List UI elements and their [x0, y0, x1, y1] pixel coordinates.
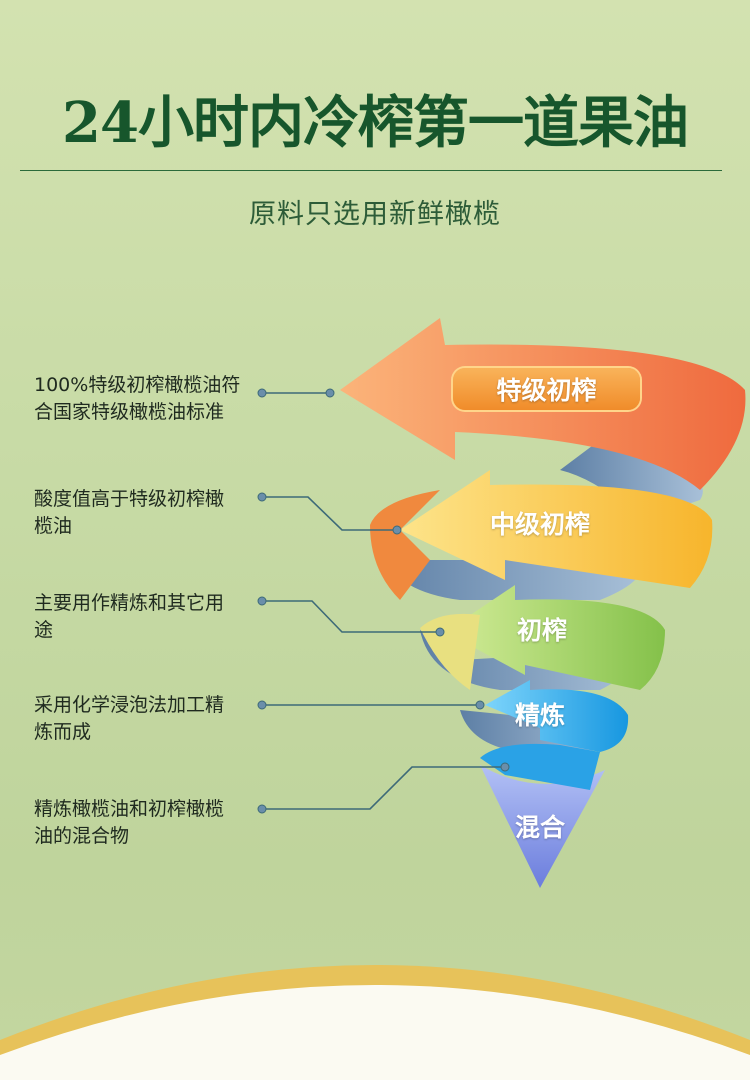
- tier-arrow-mid: [400, 470, 713, 588]
- tier-arrow-virgin: [445, 585, 665, 690]
- tier-description-mixed: 精炼橄榄油和初榨橄榄油的混合物: [34, 798, 225, 847]
- tier-arrow-refined: [485, 680, 629, 752]
- tier-label-mixed: 混合: [515, 813, 566, 842]
- tier-description-mid-virgin: 酸度值高于特级初榨橄榄油: [34, 488, 225, 537]
- page-subtitle: 原料只选用新鲜橄榄: [249, 199, 501, 230]
- divider: [20, 170, 722, 171]
- tier-description-refined: 采用化学浸泡法加工精炼而成: [34, 694, 225, 743]
- tier-description-extra-virgin: 100%特级初榨橄榄油符合国家特级橄榄油标准: [34, 374, 241, 423]
- tier-cone-mixed: [480, 765, 605, 888]
- tier-band-mid: [370, 490, 440, 600]
- tier-label-refined: 精炼: [515, 701, 566, 730]
- leader-dots: [257, 388, 510, 814]
- tier-band-refined: [480, 743, 600, 790]
- tier-label-text: 特级初榨: [496, 376, 597, 405]
- tier-band-virgin: [420, 613, 480, 690]
- tier-label-mid-virgin: 中级初榨: [490, 510, 591, 539]
- tier-description-virgin: 主要用作精炼和其它用途: [34, 592, 225, 641]
- leader-lines: [262, 392, 505, 810]
- page-title: 24小时内冷榨第一道果油: [62, 90, 689, 156]
- tier-label-extra-virgin: 特级初榨: [453, 368, 640, 410]
- tier-label-virgin: 初榨: [517, 616, 568, 645]
